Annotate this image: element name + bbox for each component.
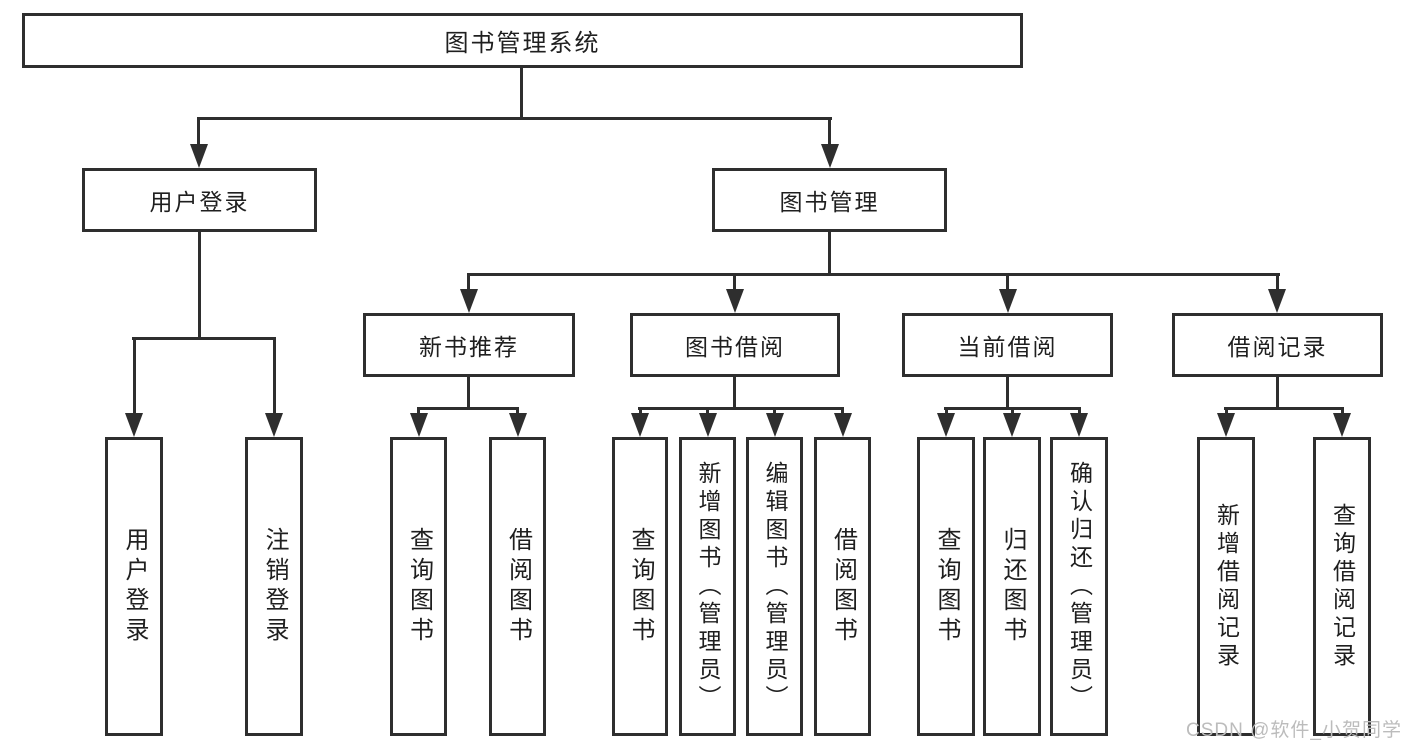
connector-new-book-rec-stem bbox=[467, 377, 470, 410]
connector-drop bbox=[1078, 407, 1081, 415]
node-current-borrow-label: 当前借阅 bbox=[957, 334, 1058, 360]
arrow-down-icon bbox=[699, 413, 717, 437]
node-rec-query-books: 查询图书 bbox=[390, 437, 447, 736]
connector-drop bbox=[773, 407, 776, 415]
node-root-label: 图书管理系统 bbox=[444, 30, 601, 57]
node-current-query-books: 查询图书 bbox=[917, 437, 975, 736]
connector-drop-logout bbox=[273, 337, 276, 413]
node-logout: 注销登录 bbox=[245, 437, 303, 736]
node-root-library-system: 图书管理系统 bbox=[22, 13, 1023, 68]
connector-book-borrow-rail bbox=[638, 407, 844, 410]
connector-root-rail bbox=[197, 117, 832, 120]
node-record-query: 查询借阅记录 bbox=[1313, 437, 1371, 736]
connector-drop bbox=[945, 407, 948, 415]
node-borrow-add-books-admin-label: 新增图书（管理员） bbox=[695, 460, 721, 713]
connector-drop-book-mgmt bbox=[828, 117, 831, 145]
connector-drop bbox=[841, 407, 844, 415]
csdn-watermark: CSDN @软件_小贺同学 bbox=[1186, 720, 1402, 741]
node-record-add: 新增借阅记录 bbox=[1197, 437, 1255, 736]
arrow-down-icon bbox=[726, 289, 744, 313]
connector-user-login-stem bbox=[198, 232, 201, 340]
connector-drop-login-child bbox=[133, 337, 136, 413]
node-user-login-leaf: 用户登录 bbox=[105, 437, 163, 736]
node-new-book-rec: 新书推荐 bbox=[363, 313, 575, 377]
node-borrow-do-borrow-label: 借阅图书 bbox=[829, 526, 857, 647]
node-borrow-records-label: 借阅记录 bbox=[1227, 334, 1328, 360]
arrow-down-icon bbox=[265, 413, 283, 437]
arrow-down-icon bbox=[410, 413, 428, 437]
arrow-down-icon bbox=[190, 144, 208, 168]
connector-drop-current-borrow bbox=[1006, 273, 1009, 291]
arrow-down-icon bbox=[1333, 413, 1351, 437]
connector-drop-user-login bbox=[197, 117, 200, 145]
arrow-down-icon bbox=[1217, 413, 1235, 437]
connector-drop bbox=[1341, 407, 1344, 415]
connector-book-borrow-stem bbox=[733, 377, 736, 410]
node-current-confirm-return-admin: 确认归还（管理员） bbox=[1050, 437, 1108, 736]
arrow-down-icon bbox=[1268, 289, 1286, 313]
arrow-down-icon bbox=[1070, 413, 1088, 437]
arrow-down-icon bbox=[460, 289, 478, 313]
connector-drop bbox=[516, 407, 519, 415]
node-book-borrow: 图书借阅 bbox=[630, 313, 840, 377]
connector-drop bbox=[639, 407, 642, 415]
node-rec-borrow-books-label: 借阅图书 bbox=[504, 526, 532, 647]
node-borrow-do-borrow: 借阅图书 bbox=[814, 437, 871, 736]
node-logout-label: 注销登录 bbox=[261, 526, 288, 647]
arrow-down-icon bbox=[125, 413, 143, 437]
connector-root-stem bbox=[520, 68, 523, 119]
connector-drop bbox=[1011, 407, 1014, 415]
connector-drop bbox=[417, 407, 420, 415]
connector-borrow-records-stem bbox=[1276, 377, 1279, 410]
node-user-login-leaf-label: 用户登录 bbox=[121, 526, 148, 647]
node-current-borrow: 当前借阅 bbox=[902, 313, 1113, 377]
node-current-query-books-label: 查询图书 bbox=[933, 526, 960, 647]
node-current-confirm-return-admin-label: 确认归还（管理员） bbox=[1066, 460, 1093, 713]
node-borrow-query-books: 查询图书 bbox=[612, 437, 668, 736]
node-current-return-books-label: 归还图书 bbox=[999, 526, 1026, 647]
connector-drop-book-borrow bbox=[733, 273, 736, 291]
node-rec-query-books-label: 查询图书 bbox=[405, 526, 433, 647]
node-current-return-books: 归还图书 bbox=[983, 437, 1041, 736]
arrow-down-icon bbox=[766, 413, 784, 437]
node-new-book-rec-label: 新书推荐 bbox=[419, 334, 519, 360]
node-borrow-records: 借阅记录 bbox=[1172, 313, 1383, 377]
connector-drop-borrow-records bbox=[1276, 273, 1279, 291]
node-book-mgmt-label: 图书管理 bbox=[779, 189, 880, 215]
node-user-login-label: 用户登录 bbox=[149, 189, 250, 215]
node-borrow-edit-books-admin: 编辑图书（管理员） bbox=[746, 437, 803, 736]
connector-book-mgmt-stem bbox=[828, 232, 831, 276]
arrow-down-icon bbox=[834, 413, 852, 437]
connector-borrow-records-rail bbox=[1224, 407, 1344, 410]
arrow-down-icon bbox=[509, 413, 527, 437]
node-record-add-label: 新增借阅记录 bbox=[1213, 502, 1240, 671]
connector-user-login-rail bbox=[132, 337, 276, 340]
node-borrow-edit-books-admin-label: 编辑图书（管理员） bbox=[762, 460, 788, 713]
connector-drop-new-book-rec bbox=[467, 273, 470, 291]
connector-new-book-rec-rail bbox=[417, 407, 519, 410]
node-rec-borrow-books: 借阅图书 bbox=[489, 437, 546, 736]
connector-current-borrow-stem bbox=[1006, 377, 1009, 410]
node-user-login: 用户登录 bbox=[82, 168, 317, 232]
arrow-down-icon bbox=[1003, 413, 1021, 437]
connector-drop bbox=[1225, 407, 1228, 415]
node-borrow-query-books-label: 查询图书 bbox=[627, 526, 654, 647]
connector-book-mgmt-rail bbox=[467, 273, 1280, 276]
node-book-borrow-label: 图书借阅 bbox=[685, 334, 785, 360]
arrow-down-icon bbox=[937, 413, 955, 437]
node-book-mgmt: 图书管理 bbox=[712, 168, 947, 232]
node-borrow-add-books-admin: 新增图书（管理员） bbox=[679, 437, 736, 736]
arrow-down-icon bbox=[821, 144, 839, 168]
connector-drop bbox=[706, 407, 709, 415]
node-record-query-label: 查询借阅记录 bbox=[1329, 502, 1356, 671]
arrow-down-icon bbox=[999, 289, 1017, 313]
arrow-down-icon bbox=[631, 413, 649, 437]
